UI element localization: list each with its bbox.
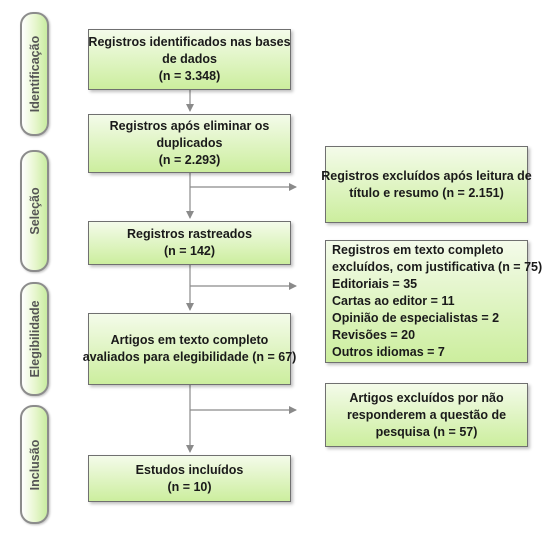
box-text-line: título e resumo (n = 2.151) — [349, 185, 504, 200]
box-records-identified: Registros identificados nas bases de dad… — [88, 29, 291, 90]
phase-inclusao: Inclusão — [20, 405, 49, 524]
box-text-line: pesquisa (n = 57) — [375, 424, 478, 439]
box-text-line: Artigos excluídos por não — [349, 390, 504, 405]
box-records-screened: Registros rastreados (n = 142) — [88, 221, 291, 265]
box-text-line: avaliados para elegibilidade (n = 67) — [82, 350, 297, 364]
box-text-line: Registros rastreados — [126, 227, 253, 241]
box-text-line: Registros excluídos após leitura de — [321, 168, 532, 183]
phase-identificacao: Identificação — [20, 12, 49, 136]
box-text-line: Estudos incluídos — [135, 462, 244, 477]
box-text-line: Registros em texto completo — [332, 243, 504, 257]
box-excluded-no-answer: Artigos excluídos por não responderem a … — [325, 383, 528, 447]
box-text-line: (n = 142) — [163, 244, 216, 258]
box-text-line: responderem a questão de — [346, 407, 507, 422]
box-fulltext-assessed: Artigos em texto completo avaliados para… — [83, 313, 296, 385]
box-text-line: Outros idiomas = 7 — [332, 345, 445, 359]
box-text-line: excluídos, com justificativa (n = 75) — [332, 260, 543, 274]
box-text-line: Editoriais = 35 — [332, 277, 418, 291]
box-text-line: (n = 3.348) — [158, 69, 221, 83]
box-text-line: (n = 2.293) — [158, 153, 221, 167]
box-text-line: Registros identificados nas bases — [88, 35, 291, 49]
box-text-line: de dados — [162, 52, 217, 66]
phase-elegibilidade: Elegibilidade — [20, 282, 49, 396]
box-text-line: (n = 10) — [167, 479, 212, 494]
box-excluded-title-abstract: Registros excluídos após leitura de títu… — [321, 146, 532, 223]
box-text-line: duplicados — [156, 136, 223, 150]
box-text-line: Revisões = 20 — [332, 328, 416, 342]
box-excluded-fulltext: Registros em texto completo excluídos, c… — [325, 240, 542, 363]
box-records-after-duplicates: Registros após eliminar os duplicados (n… — [88, 114, 291, 173]
box-text-line: Registros após eliminar os — [109, 119, 270, 133]
box-text-line: Cartas ao editor = 11 — [332, 294, 455, 308]
box-text-line: Artigos em texto completo — [110, 333, 269, 347]
phase-selecao: Seleção — [20, 150, 49, 272]
box-studies-included: Estudos incluídos (n = 10) — [88, 455, 291, 502]
box-text-line: Opinião de especialistas = 2 — [332, 311, 500, 325]
